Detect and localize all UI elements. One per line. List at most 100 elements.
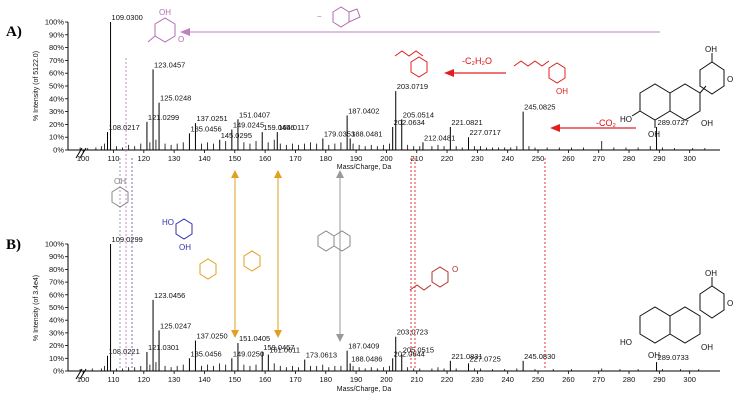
x-tick-label-a: 180 <box>320 154 333 163</box>
peak-label-108-0221: 108.0221 <box>108 347 139 356</box>
y-tick-label-b: 30% <box>49 328 64 337</box>
peak-label-125-0248: 125.0248 <box>160 94 191 103</box>
catechin-oh-label-1: OH <box>705 45 717 54</box>
peak-label-221-0831: 221.0831 <box>451 352 482 361</box>
y-tick-label-b: 40% <box>49 316 64 325</box>
panel-label-b: B) <box>6 237 21 253</box>
fragment-245-oh-label: OH <box>556 87 568 96</box>
x-tick-label-b: 170 <box>289 375 302 384</box>
x-tick-label-b: 230 <box>471 375 484 384</box>
x-tick-label-b: 110 <box>108 375 120 384</box>
x-tick-label-a: 300 <box>683 154 696 163</box>
catechin-b-oh-label-1: OH <box>705 269 717 278</box>
peak-label-159-0457: 159.0457 <box>263 343 294 352</box>
x-tick-label-b: 270 <box>592 375 605 384</box>
fragment-203-structure <box>394 50 428 78</box>
x-tick-label-b: 220 <box>441 375 454 384</box>
axis-break-mark-a <box>75 147 83 159</box>
x-axis-title-b: Mass/Charge, Da <box>337 386 392 393</box>
catechin-b-oh-label-3: OH <box>701 343 713 352</box>
arrow-179-up-head <box>336 170 344 178</box>
peak-label-289-0727: 289.0727 <box>658 118 689 127</box>
peak-label-123-0457: 123.0457 <box>154 60 185 69</box>
x-tick-label-a: 100 <box>77 154 90 163</box>
catechin-structure-b <box>639 277 725 344</box>
peak-label-289-0733: 289.0733 <box>658 353 689 362</box>
peaks-b <box>79 244 700 371</box>
peak-label-205-0514: 205.0514 <box>403 110 434 119</box>
x-tick-label-a: 160 <box>259 154 272 163</box>
peak-labels-b: 108.0221109.0299121.0301123.0456125.0247… <box>108 235 688 363</box>
fragment-125-structure <box>175 218 193 240</box>
x-tick-label-a: 190 <box>350 154 363 163</box>
x-tick-label-a: 250 <box>532 154 545 163</box>
x-tick-label-b: 260 <box>562 375 575 384</box>
catechin-ho-label: HO <box>620 115 632 124</box>
y-tick-label-b: 50% <box>49 303 64 312</box>
peak-label-227-0725: 227.0725 <box>470 354 501 363</box>
fragment-203-b-chain <box>409 284 432 291</box>
spectrum-panel-a: A) % Intensity (of 5122.0) Mass/Charge, … <box>6 13 720 171</box>
fragment-203-b-o-label: O <box>452 265 458 274</box>
fragment-137-structure <box>199 258 217 280</box>
fragment-125-ring <box>175 218 193 240</box>
catechol-109-structure <box>111 186 129 208</box>
peak-label-137-0251: 137.0251 <box>196 114 227 123</box>
red-arrow-c2h2o-head <box>444 69 454 77</box>
fragment-151-ring <box>243 250 261 272</box>
x-tick-label-a: 290 <box>653 154 666 163</box>
x-tick-label-a: 210 <box>410 154 423 163</box>
fragment-123-structure <box>147 17 176 43</box>
x-tick-label-b: 150 <box>229 375 242 384</box>
x-tick-label-b: 290 <box>653 375 666 384</box>
x-tick-label-b: 100 <box>77 375 90 384</box>
y-axis-title-a: % Intensity (of 5122.0) <box>33 51 40 121</box>
fragment-245-chain <box>513 60 550 67</box>
peak-label-173-0613: 173.0613 <box>306 351 337 360</box>
peak-label-245-0825: 245.0825 <box>524 103 555 112</box>
connector-lines <box>119 28 660 370</box>
peak-label-149-0250: 149.0250 <box>233 349 264 358</box>
x-tick-label-b: 190 <box>350 375 363 384</box>
y-tick-label-a: 40% <box>49 94 64 103</box>
bicyclic-ring-1 <box>332 6 350 28</box>
catechin-b-o-minus-label: O <box>727 299 733 308</box>
peak-label-164-0117: 164.0117 <box>278 123 309 132</box>
peak-label-161-0611: 161.0611 <box>269 345 300 354</box>
y-tick-label-a: 0% <box>53 146 64 155</box>
bicyclic-ring-2 <box>348 8 361 23</box>
fragment-123-methyl <box>147 35 156 43</box>
x-tick-label-a: 220 <box>441 154 454 163</box>
catechin-ring-c-hexagon <box>669 83 701 121</box>
x-tick-label-b: 130 <box>168 375 181 384</box>
x-tick-label-a: 110 <box>108 154 120 163</box>
catechin-structure-a <box>631 53 725 128</box>
x-tick-label-a: 230 <box>471 154 484 163</box>
y-tick-label-b: 70% <box>49 278 64 287</box>
y-tick-label-b: 60% <box>49 290 64 299</box>
x-tick-label-b: 140 <box>198 375 211 384</box>
fragment-245-structure <box>513 60 566 84</box>
y-tick-label-a: 20% <box>49 120 64 129</box>
peak-label-149-0245: 149.0245 <box>233 121 264 130</box>
spectrum-panel-b: B) % Intensity (of 3.4e4) Mass/Charge, D… <box>6 235 720 393</box>
peak-label-159-0456: 159.0456 <box>263 123 294 132</box>
peak-label-135-0456: 135.0456 <box>190 349 221 358</box>
catechin-b-ring-b-hexagon <box>699 285 725 319</box>
x-tick-label-b: 160 <box>259 375 272 384</box>
peak-label-121-0301: 121.0301 <box>148 343 179 352</box>
arrow-151-down-head <box>274 330 282 338</box>
y-tick-label-b: 80% <box>49 265 64 274</box>
y-tick-label-a: 100% <box>45 18 65 27</box>
y-tick-label-a: 90% <box>49 30 64 39</box>
fragment-151-structure <box>243 250 261 272</box>
y-tick-label-b: 0% <box>53 367 64 376</box>
x-tick-label-b: 280 <box>623 375 636 384</box>
peak-label-188-0481: 188.0481 <box>351 129 382 138</box>
y-tick-label-b: 20% <box>49 341 64 350</box>
peak-label-205-0515: 205.0515 <box>403 345 434 354</box>
y-tick-label-a: 70% <box>49 56 64 65</box>
purple-arrow-head <box>180 28 190 36</box>
